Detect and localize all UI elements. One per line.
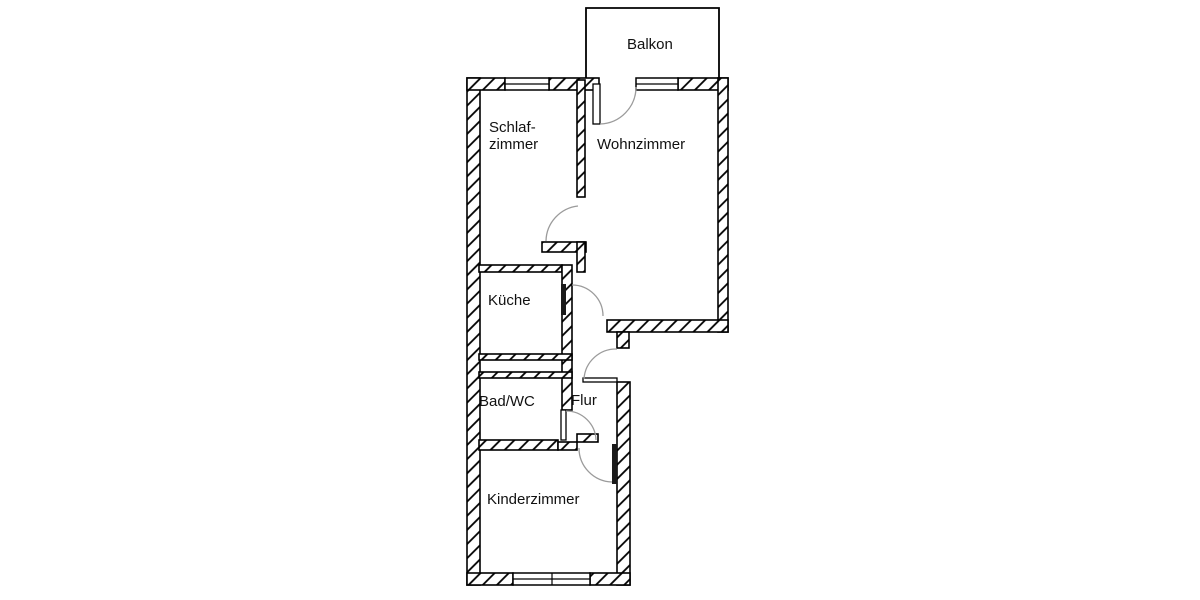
wall-right-upper	[717, 77, 729, 333]
balcony-outline	[585, 7, 720, 79]
bedroom-door-arc	[545, 205, 579, 242]
childroom-door-leaf	[612, 444, 617, 484]
wall-kitchen-bottom	[478, 353, 573, 361]
label-schlafzimmer-line2: zimmer	[489, 136, 538, 153]
childroom-door-arc	[578, 447, 613, 483]
wall-left	[466, 77, 481, 586]
bath-door-leaf	[560, 409, 567, 441]
wall-bath-top	[478, 371, 573, 379]
wall-top-segment-1	[466, 77, 506, 91]
label-wohnzimmer: Wohnzimmer	[597, 136, 685, 153]
wall-livingroom-bottom-stub	[616, 331, 630, 349]
wall-bedroom-livingroom	[576, 79, 586, 198]
hall-livingroom-door-arc	[583, 348, 618, 380]
balcony-door-leaf	[592, 83, 601, 125]
bath-door-arc	[565, 410, 597, 441]
label-flur: Flur	[571, 392, 597, 409]
kitchen-door-arc	[571, 284, 604, 317]
window-childroom	[512, 572, 591, 586]
wall-kitchen-bath-east	[561, 264, 573, 411]
wall-bedroom-door-jamb-horizontal	[541, 241, 587, 253]
window-livingroom	[635, 77, 679, 91]
wall-top-segment-2	[548, 77, 600, 91]
wall-bottom-segment-1	[466, 572, 514, 586]
interior-walls	[478, 79, 599, 451]
label-kinderzimmer: Kinderzimmer	[487, 491, 580, 508]
wall-right-lower	[616, 381, 631, 586]
label-balkon: Balkon	[627, 36, 673, 53]
windows	[504, 77, 679, 586]
label-bad-wc: Bad/WC	[479, 393, 535, 410]
exterior-walls	[466, 77, 729, 586]
wall-bedroom-door-jamb-vertical	[576, 241, 586, 273]
doors	[545, 83, 637, 484]
window-bedroom	[504, 77, 550, 91]
wall-livingroom-bottom	[606, 319, 729, 333]
balcony-door-arc	[599, 86, 637, 125]
wall-kitchen-top	[478, 264, 563, 273]
wall-bottom-segment-2	[589, 572, 631, 586]
wall-childroom-door-step	[576, 433, 599, 443]
label-kueche: Küche	[488, 292, 531, 309]
kitchen-door-leaf	[561, 284, 566, 315]
room-labels: Balkon Schlaf- zimmer Wohnzimmer Küche B…	[479, 36, 685, 508]
label-schlafzimmer-line1: Schlaf-	[489, 119, 536, 136]
wall-childroom-top-jamb	[557, 441, 578, 451]
hall-livingroom-door-leaf	[582, 377, 618, 383]
wall-childroom-top	[478, 439, 559, 451]
